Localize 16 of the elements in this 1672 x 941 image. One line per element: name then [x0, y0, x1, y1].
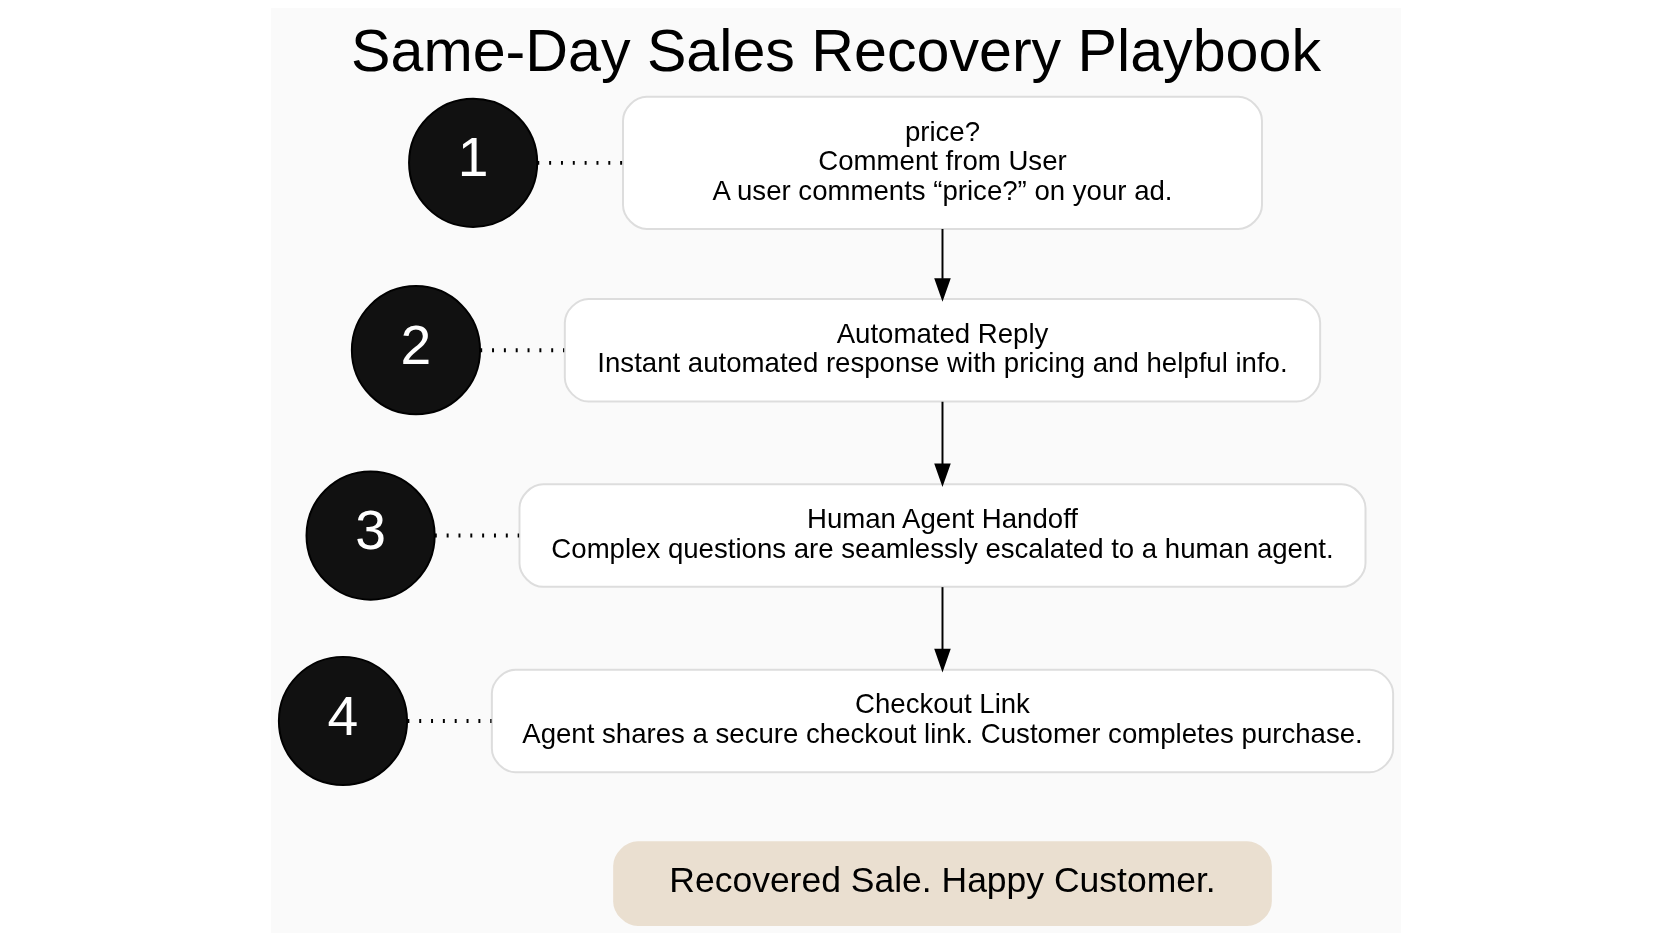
node-circle: 4 [277, 655, 409, 787]
node-box: price? Comment from User A user comments “price?” on your ad. [622, 95, 1263, 230]
connector [434, 533, 520, 538]
node-box: Recovered Sale. Happy Customer. [613, 841, 1272, 927]
node-circle: 2 [350, 285, 482, 416]
arrow [934, 400, 951, 488]
node-circle: 3 [305, 470, 436, 601]
node-box: Human Agent Handoff Complex questions are seamlessly escalated to a human agent. [518, 483, 1367, 588]
arrow [934, 228, 951, 302]
arrow [934, 586, 951, 673]
connector [537, 160, 623, 165]
node-box: Checkout Link Agent shares a secure checkout link. Customer completes purchase. [490, 668, 1395, 774]
node-circle: 1 [408, 97, 539, 228]
diagram-title: Same-Day Sales Recovery Playbook [351, 17, 1321, 85]
connector [480, 348, 565, 353]
node-box: Automated Reply Instant automated response with pricing and helpful info. [563, 297, 1322, 403]
